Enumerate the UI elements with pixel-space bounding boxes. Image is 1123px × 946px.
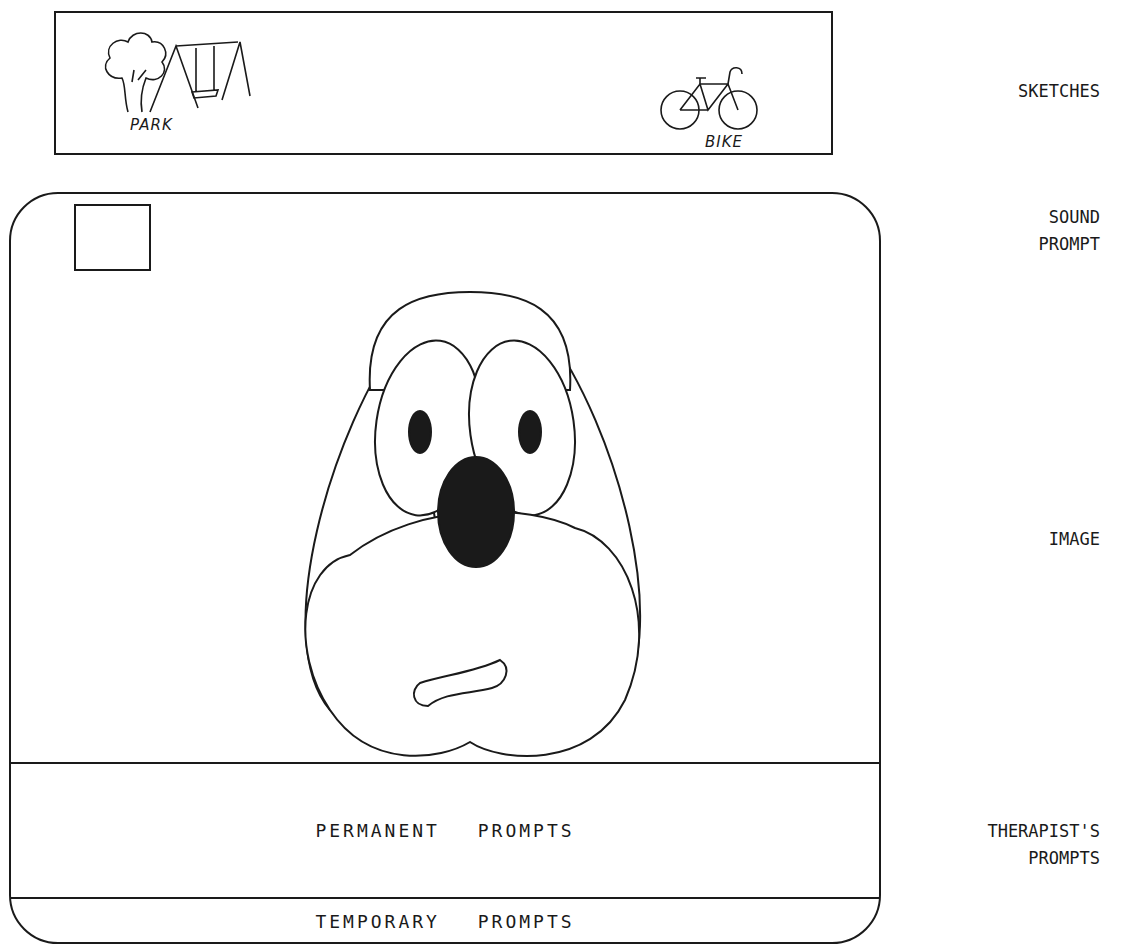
screen-outline [10, 193, 880, 943]
side-label: THERAPIST'S PROMPTS [960, 818, 1100, 872]
band-label: PERMANENT PROMPTS [315, 820, 574, 841]
side-label: IMAGE [960, 526, 1100, 553]
sketch-strip [55, 12, 832, 154]
side-label: SKETCHES [1013, 78, 1100, 105]
dog-image [305, 292, 640, 756]
side-label: SOUND PROMPT [1000, 204, 1100, 258]
park-sketch [106, 33, 250, 112]
bike-sketch [661, 68, 757, 129]
sketch-label: BIKE [705, 133, 743, 151]
sound-prompt-box [75, 205, 150, 270]
prompt-band: PERMANENT PROMPTS [10, 762, 880, 897]
sketch-label: PARK [130, 116, 173, 134]
sketch-panel: PARK BIKE [55, 12, 832, 154]
prompt-band: TEMPORARY PROMPTS [10, 897, 880, 943]
band-label: TEMPORARY PROMPTS [315, 911, 574, 932]
